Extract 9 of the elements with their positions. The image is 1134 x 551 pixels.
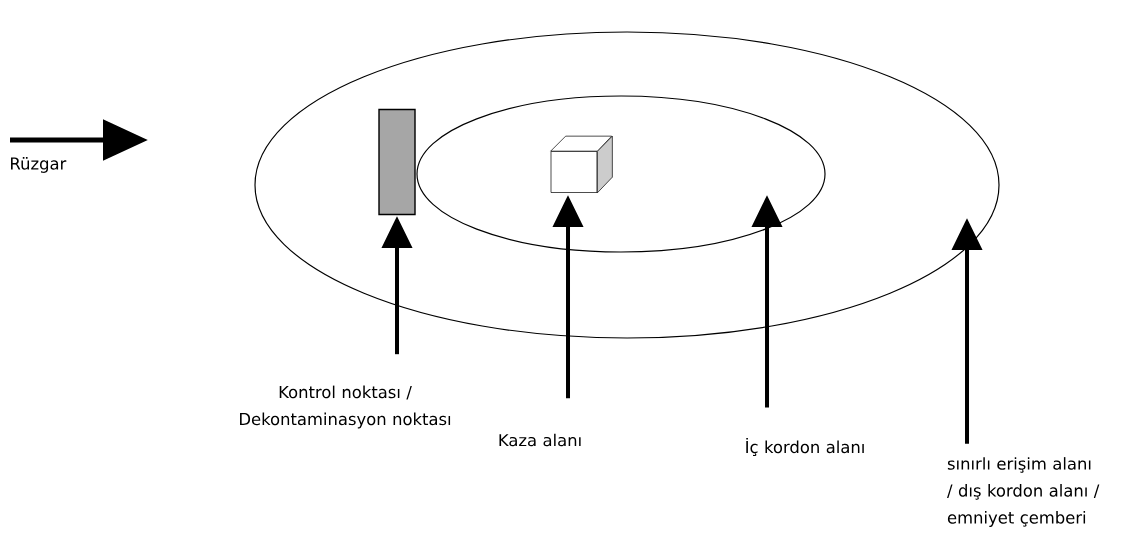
cube [550,135,613,194]
zone-ellipse [254,31,1000,339]
callout-text: Kaza alanı [499,433,581,447]
zone-ellipse [416,95,826,253]
callout-text: İç kordon alanı [746,437,864,457]
wind-label: Rüzgar [11,157,67,173]
callout-text: sınırlı erişim alanı / dış kordon alanı / emniyet çemberi [947,457,1100,527]
callout-text: Kontrol noktası / Dekontaminasyon noktası [240,385,451,429]
control-point-bar [378,108,416,216]
